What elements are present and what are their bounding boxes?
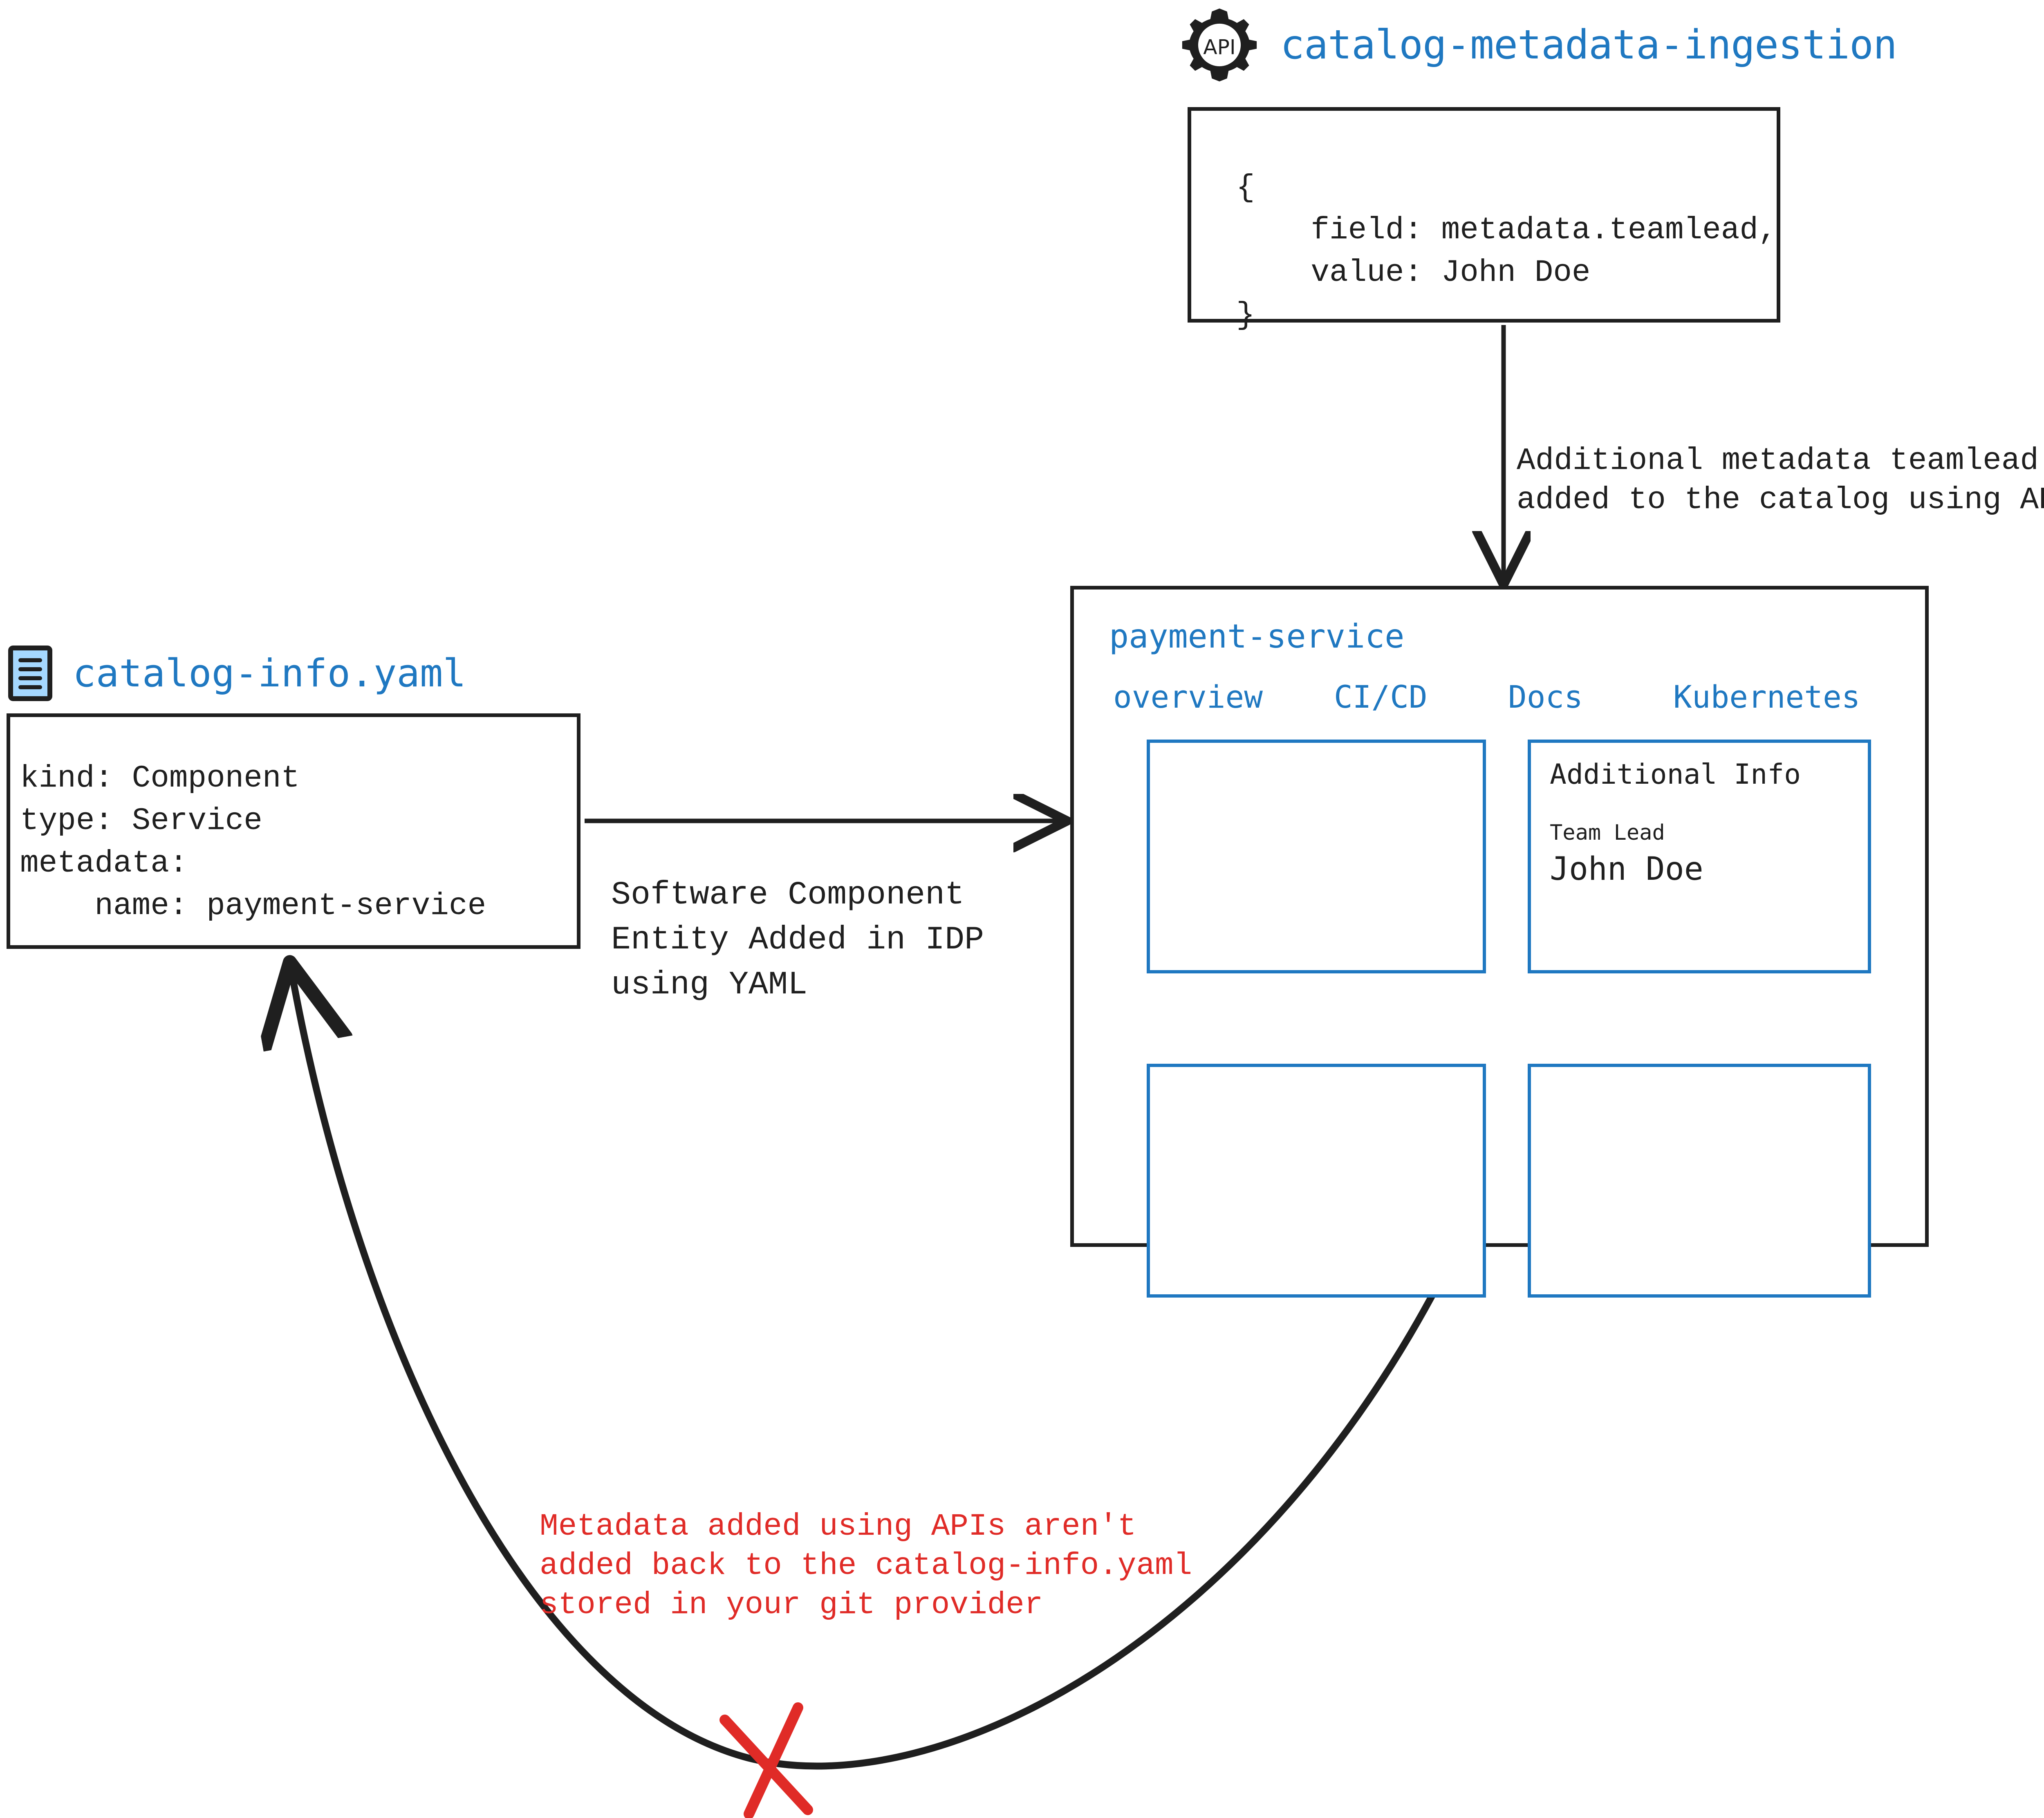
service-panel-title: payment-service xyxy=(1109,617,1405,655)
tab-docs[interactable]: Docs xyxy=(1508,679,1583,715)
panel-card-top-left[interactable] xyxy=(1147,740,1486,973)
api-node: API catalog-metadata-ingestion xyxy=(1181,4,1897,86)
tab-overview[interactable]: overview xyxy=(1113,679,1263,715)
panel-card-additional-info[interactable]: Additional Info Team Lead John Doe xyxy=(1528,740,1871,973)
svg-text:API: API xyxy=(1203,35,1235,59)
api-edge-label: Additional metadata teamlead added to th… xyxy=(1517,443,2044,518)
api-node-title: catalog-metadata-ingestion xyxy=(1280,22,1897,68)
yaml-edge-label: Software Component Entity Added in IDP u… xyxy=(611,876,984,1004)
api-payload-box: { field: metadata.teamlead, value: John … xyxy=(1188,107,1780,333)
api-gear-icon: API xyxy=(1182,8,1257,82)
red-x-icon xyxy=(719,1702,813,1818)
yaml-node: catalog-info.yaml xyxy=(7,645,466,702)
yaml-content-code: kind: Component type: Service metadata: … xyxy=(20,761,486,924)
tab-cicd[interactable]: CI/CD xyxy=(1334,679,1428,715)
service-panel: payment-service overview CI/CD Docs Kube… xyxy=(1070,586,1929,1298)
panel-card-bottom-left[interactable] xyxy=(1147,1064,1486,1298)
panel-card-bottom-right[interactable] xyxy=(1528,1064,1871,1298)
service-tab-bar: overview CI/CD Docs Kubernetes xyxy=(1113,679,1878,715)
yaml-file-icon xyxy=(8,646,52,701)
tab-kubernetes[interactable]: Kubernetes xyxy=(1673,679,1860,715)
yaml-node-title: catalog-info.yaml xyxy=(73,651,466,696)
team-lead-value: John Doe xyxy=(1550,851,1703,888)
api-payload-code: { field: metadata.teamlead, value: John … xyxy=(1236,170,1777,333)
yaml-content-box: kind: Component type: Service metadata: … xyxy=(7,713,580,949)
team-lead-label: Team Lead xyxy=(1550,820,1665,845)
additional-info-heading: Additional Info xyxy=(1550,758,1801,791)
warning-annotation: Metadata added using APIs aren't added b… xyxy=(540,1509,1192,1623)
